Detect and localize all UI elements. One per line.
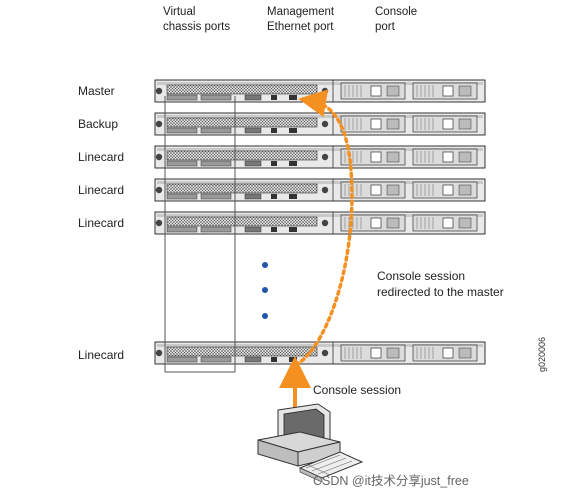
power-socket [442, 118, 454, 130]
console-port [289, 161, 297, 166]
switch-chassis [154, 79, 486, 103]
mounting-screw [321, 349, 329, 357]
uplink-port [244, 193, 262, 200]
mounting-screw [321, 153, 329, 161]
member-role-label: Linecard [78, 183, 125, 197]
mounting-screw [155, 349, 163, 357]
switch-chassis [154, 145, 486, 169]
port-array [166, 346, 318, 357]
virtual-chassis-ports-label: Virtual chassis ports [163, 6, 231, 33]
switch-chassis [154, 178, 486, 202]
mounting-screw [155, 219, 163, 227]
power-socket [370, 151, 382, 163]
power-socket [442, 151, 454, 163]
member-role-label: Linecard [78, 216, 125, 230]
vc-port [200, 226, 232, 233]
mounting-screw [155, 120, 163, 128]
console-port-label: Console port [375, 6, 418, 33]
vc-cable-bracket [164, 96, 236, 373]
port-array [166, 183, 318, 194]
power-socket [442, 85, 454, 97]
ellipsis-dot [262, 262, 268, 268]
ellipsis-dot [262, 287, 268, 293]
management-port-label: Management Ethernet port [267, 6, 335, 33]
vc-port [166, 160, 198, 167]
power-socket [442, 184, 454, 196]
power-socket [370, 217, 382, 229]
member-role-label: Linecard [78, 348, 125, 362]
console-session-annotation: Console session [313, 383, 402, 397]
vc-port [200, 356, 232, 363]
management-port [271, 161, 277, 166]
console-redirect-annotation: Console session redirected to the master [377, 269, 504, 299]
vc-port [166, 356, 198, 363]
uplink-port [244, 356, 262, 363]
management-port [271, 194, 277, 199]
management-port [271, 227, 277, 232]
mounting-screw [155, 153, 163, 161]
vc-port [166, 226, 198, 233]
mounting-screw [321, 219, 329, 227]
mounting-screw [321, 120, 329, 128]
vc-port [200, 193, 232, 200]
vc-port [166, 193, 198, 200]
power-socket [370, 184, 382, 196]
console-redirect-arrow [294, 89, 354, 367]
power-socket [370, 118, 382, 130]
uplink-port [244, 160, 262, 167]
vc-port [200, 94, 232, 101]
power-socket [370, 85, 382, 97]
management-port [271, 95, 277, 100]
port-array [166, 150, 318, 161]
vc-port [200, 127, 232, 134]
vc-port [166, 94, 198, 101]
power-socket [442, 347, 454, 359]
power-socket [442, 217, 454, 229]
switch-chassis [154, 112, 486, 136]
management-port [271, 357, 277, 362]
mounting-screw [321, 186, 329, 194]
console-port [289, 227, 297, 232]
switch-chassis [154, 341, 486, 365]
uplink-port [244, 127, 262, 134]
switch-chassis [154, 211, 486, 235]
port-array [166, 117, 318, 128]
member-role-label: Master [78, 84, 115, 98]
console-port [289, 95, 297, 100]
uplink-port [244, 226, 262, 233]
computer-icon [257, 403, 364, 483]
console-port [289, 194, 297, 199]
ellipsis-dot [262, 313, 268, 319]
mounting-screw [155, 87, 163, 95]
vc-port [200, 160, 232, 167]
member-role-label: Linecard [78, 150, 125, 164]
mounting-screw [155, 186, 163, 194]
power-socket [370, 347, 382, 359]
uplink-port [244, 94, 262, 101]
vc-port [166, 127, 198, 134]
keyboard-icon [298, 451, 364, 483]
mounting-screw [321, 87, 329, 95]
console-port [289, 128, 297, 133]
management-port [271, 128, 277, 133]
console-port [289, 357, 297, 362]
member-role-label: Backup [78, 117, 119, 131]
port-array [166, 84, 318, 95]
watermark: CSDN @it技术分享just_free [313, 474, 469, 488]
port-array [166, 216, 318, 227]
